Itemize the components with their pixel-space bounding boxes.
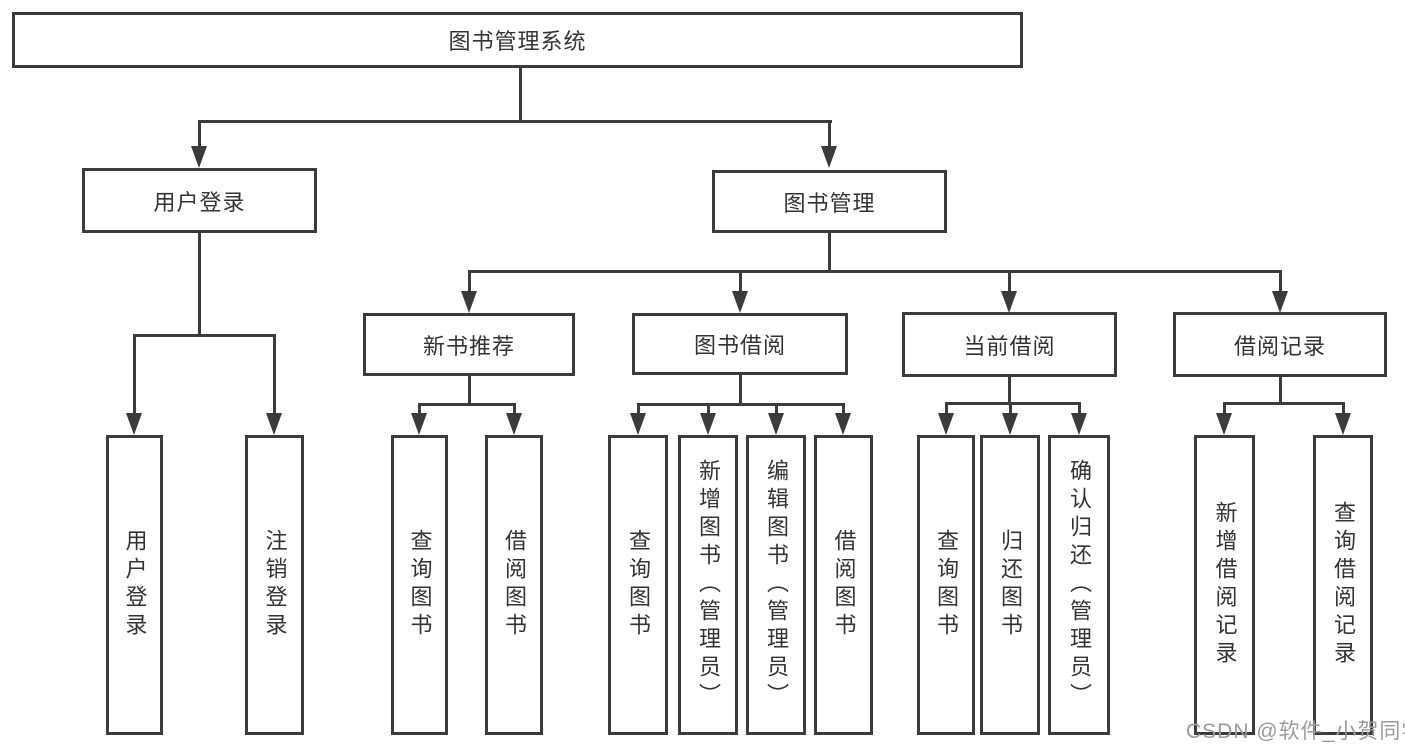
arrowhead-down-icon	[1002, 413, 1018, 435]
connector-vline	[198, 120, 201, 148]
arrowhead-down-icon	[630, 413, 646, 435]
connector-vline	[1009, 402, 1012, 415]
connector-hline	[1223, 402, 1344, 405]
arrowhead-down-icon	[835, 413, 851, 435]
connector-hline	[198, 120, 832, 123]
leaf-user-login: 用户登录	[106, 435, 163, 735]
leaf-query-books-current: 查询图书	[917, 435, 975, 735]
connector-vline	[468, 376, 471, 405]
leaf-query-borrow-record: 查询借阅记录	[1313, 435, 1373, 735]
arrowhead-down-icon	[821, 146, 837, 168]
connector-vline	[739, 375, 742, 406]
connector-hline	[468, 270, 1281, 273]
node-current-borrowing: 当前借阅	[902, 312, 1117, 377]
arrowhead-down-icon	[1335, 413, 1351, 435]
connector-vline	[519, 68, 522, 120]
node-library-management-system: 图书管理系统	[12, 12, 1023, 68]
connector-vline	[1279, 270, 1282, 293]
connector-vline	[418, 403, 421, 415]
connector-vline	[828, 120, 831, 148]
connector-vline	[828, 233, 831, 270]
connector-vline	[945, 402, 948, 415]
arrowhead-down-icon	[732, 291, 748, 313]
arrowhead-down-icon	[1216, 413, 1232, 435]
arrowhead-down-icon	[411, 413, 427, 435]
arrowhead-down-icon	[1071, 413, 1087, 435]
node-borrowing-records: 借阅记录	[1173, 312, 1387, 377]
leaf-query-books-recommend: 查询图书	[391, 435, 448, 735]
connector-vline	[739, 270, 742, 293]
connector-vline	[198, 233, 201, 334]
arrowhead-down-icon	[126, 413, 142, 435]
connector-vline	[273, 334, 276, 415]
arrowhead-down-icon	[938, 413, 954, 435]
arrowhead-down-icon	[266, 413, 282, 435]
leaf-add-books-admin: 新增图书（管理员）	[678, 435, 738, 735]
leaf-logout-login: 注销登录	[245, 435, 304, 735]
leaf-add-borrow-record: 新增借阅记录	[1194, 435, 1255, 735]
node-user-login: 用户登录	[82, 168, 317, 233]
connector-vline	[1078, 402, 1081, 415]
leaf-query-books-borrowing: 查询图书	[608, 435, 668, 735]
connector-hline	[637, 403, 844, 406]
connector-vline	[513, 403, 516, 415]
connector-vline	[1008, 377, 1011, 405]
connector-vline	[637, 403, 640, 415]
leaf-confirm-return-admin: 确认归还（管理员）	[1048, 435, 1110, 735]
connector-vline	[1279, 377, 1282, 405]
connector-hline	[133, 334, 276, 337]
leaf-edit-books-admin: 编辑图书（管理员）	[746, 435, 806, 735]
arrowhead-down-icon	[1272, 291, 1288, 313]
node-book-borrowing: 图书借阅	[632, 313, 848, 375]
connector-vline	[1342, 402, 1345, 415]
leaf-borrow-books: 借阅图书	[814, 435, 873, 735]
arrowhead-down-icon	[700, 413, 716, 435]
arrowhead-down-icon	[1001, 291, 1017, 313]
arrowhead-down-icon	[506, 413, 522, 435]
csdn-watermark: CSDN @软件_小贺同学	[1186, 720, 1405, 743]
node-new-book-recommendation: 新书推荐	[363, 313, 575, 376]
connector-vline	[1223, 402, 1226, 415]
leaf-return-books: 归还图书	[980, 435, 1040, 735]
connector-vline	[133, 334, 136, 415]
arrowhead-down-icon	[461, 291, 477, 313]
connector-vline	[842, 403, 845, 415]
leaf-borrow-books-recommend: 借阅图书	[485, 435, 543, 735]
connector-hline	[418, 403, 516, 406]
connector-vline	[775, 403, 778, 415]
connector-vline	[1008, 270, 1011, 293]
connector-hline	[945, 402, 1080, 405]
node-book-management: 图书管理	[712, 170, 947, 233]
connector-vline	[707, 403, 710, 415]
arrowhead-down-icon	[191, 146, 207, 168]
connector-vline	[468, 270, 471, 293]
arrowhead-down-icon	[768, 413, 784, 435]
